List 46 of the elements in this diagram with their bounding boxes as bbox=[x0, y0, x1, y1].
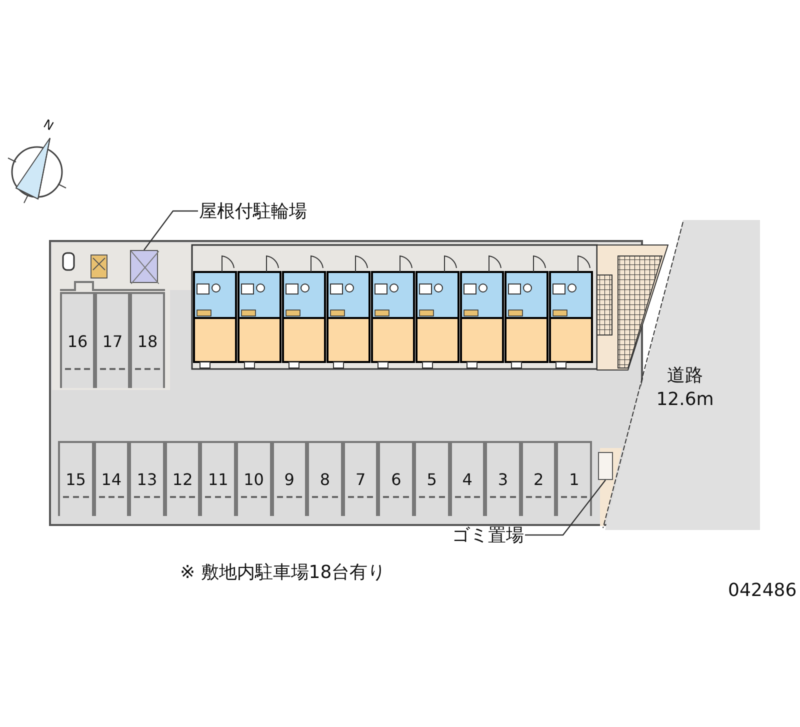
space-number: 12 bbox=[172, 470, 193, 489]
parking-space bbox=[94, 441, 130, 516]
leader-line bbox=[144, 210, 198, 250]
parking-space bbox=[130, 292, 165, 388]
parking-space bbox=[164, 441, 200, 516]
space-number: 18 bbox=[137, 332, 158, 350]
space-number: 1 bbox=[569, 470, 580, 489]
callout-label: 屋根付駐輪場 bbox=[199, 199, 307, 223]
space-number: 14 bbox=[101, 470, 122, 489]
space-number: 6 bbox=[391, 470, 402, 489]
space-number: 17 bbox=[102, 332, 123, 350]
compass-north-label: N bbox=[41, 116, 56, 134]
space-number: 8 bbox=[320, 470, 330, 489]
parking-space bbox=[378, 441, 414, 516]
callout-label: ゴミ置場 bbox=[452, 523, 524, 547]
space-number: 5 bbox=[426, 470, 437, 489]
garbage-area bbox=[598, 452, 613, 480]
parking-note: ※ 敷地内駐車場18台有り bbox=[180, 561, 386, 584]
parking-space bbox=[450, 441, 486, 516]
road-label: 道路 12.6m bbox=[650, 364, 720, 412]
parking-space bbox=[236, 441, 272, 516]
space-number: 3 bbox=[498, 470, 508, 489]
space-number: 2 bbox=[534, 470, 544, 489]
space-number: 11 bbox=[208, 470, 228, 489]
space-number: 16 bbox=[67, 332, 88, 350]
parking-space bbox=[95, 292, 130, 388]
bicycle-shelter bbox=[130, 250, 158, 283]
parking-space bbox=[342, 441, 378, 516]
parking-space bbox=[520, 441, 556, 516]
parking-space bbox=[58, 441, 94, 516]
space-number: 10 bbox=[244, 470, 264, 489]
drawing-number: 042486 bbox=[728, 580, 797, 601]
space-number: 7 bbox=[356, 470, 366, 489]
parking-space bbox=[200, 441, 236, 516]
space-number: 13 bbox=[136, 470, 158, 489]
parking-space bbox=[556, 441, 592, 516]
space-number: 15 bbox=[66, 470, 86, 489]
parking-space bbox=[485, 441, 521, 516]
parking-space bbox=[414, 441, 450, 516]
parking-space bbox=[272, 441, 308, 516]
space-number: 9 bbox=[284, 470, 294, 489]
leader-line bbox=[525, 480, 606, 536]
space-number: 4 bbox=[462, 470, 472, 489]
parking-space bbox=[60, 292, 95, 388]
parking-space bbox=[129, 441, 165, 516]
parking-space bbox=[307, 441, 343, 516]
